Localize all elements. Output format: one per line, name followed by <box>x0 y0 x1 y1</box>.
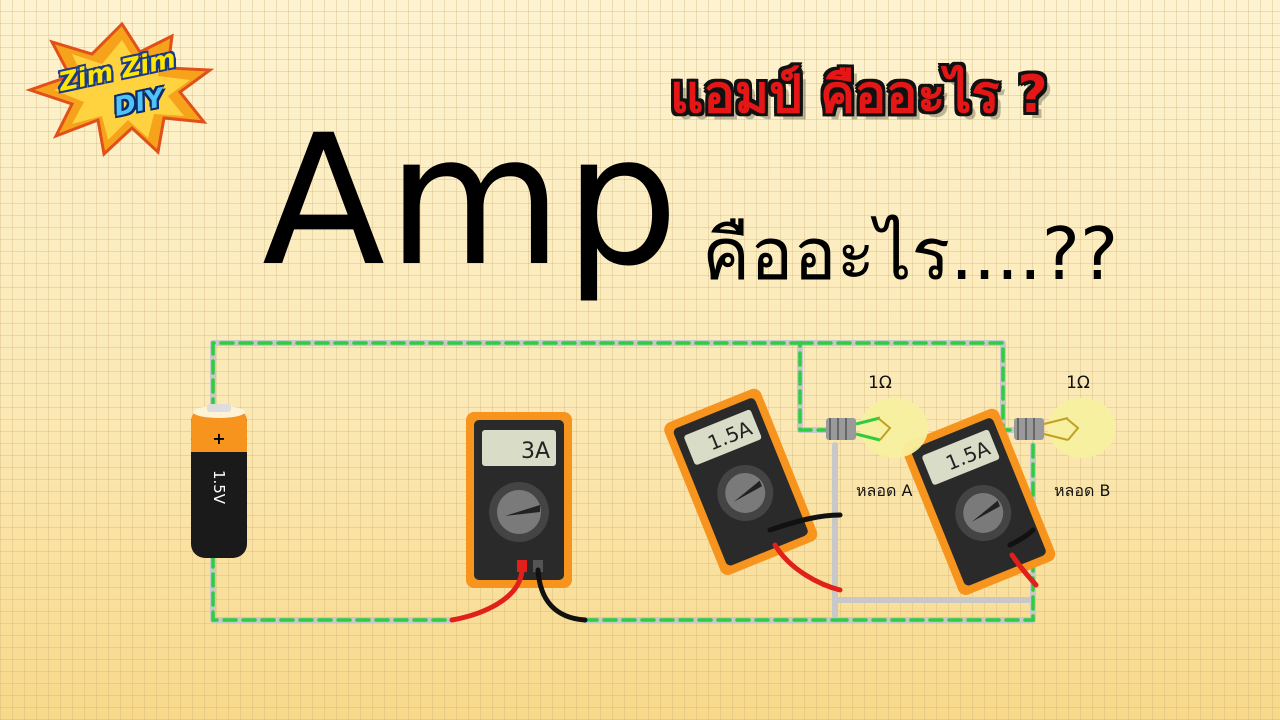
bulb-a-label: หลอด A <box>856 481 912 500</box>
bulb-a: 1Ω หลอด A <box>826 373 928 500</box>
zimzim-diy-logo: Zim Zim DIY <box>22 18 222 158</box>
amp-question: คืออะไร....?? <box>702 212 1119 296</box>
bulb-b-label: หลอด B <box>1054 481 1110 500</box>
battery-voltage: 1.5V <box>210 470 228 505</box>
amp-title: Amp <box>262 97 681 306</box>
battery-polarity: + <box>212 429 225 448</box>
battery: + 1.5V <box>191 404 247 558</box>
multimeter-b: 1.5A <box>902 408 1056 595</box>
thai-heading: แอมป์ คืออะไร ? <box>670 65 1048 125</box>
multimeter-main: 3A <box>466 412 572 588</box>
bulb-b: 1Ω หลอด B <box>1014 373 1116 500</box>
logo-burst <box>25 21 215 157</box>
bulb-a-resistance: 1Ω <box>868 373 892 393</box>
bulb-b-resistance: 1Ω <box>1066 373 1090 393</box>
multimeter-a: 1.5A <box>664 388 818 575</box>
main-meter-reading: 3A <box>521 439 550 464</box>
